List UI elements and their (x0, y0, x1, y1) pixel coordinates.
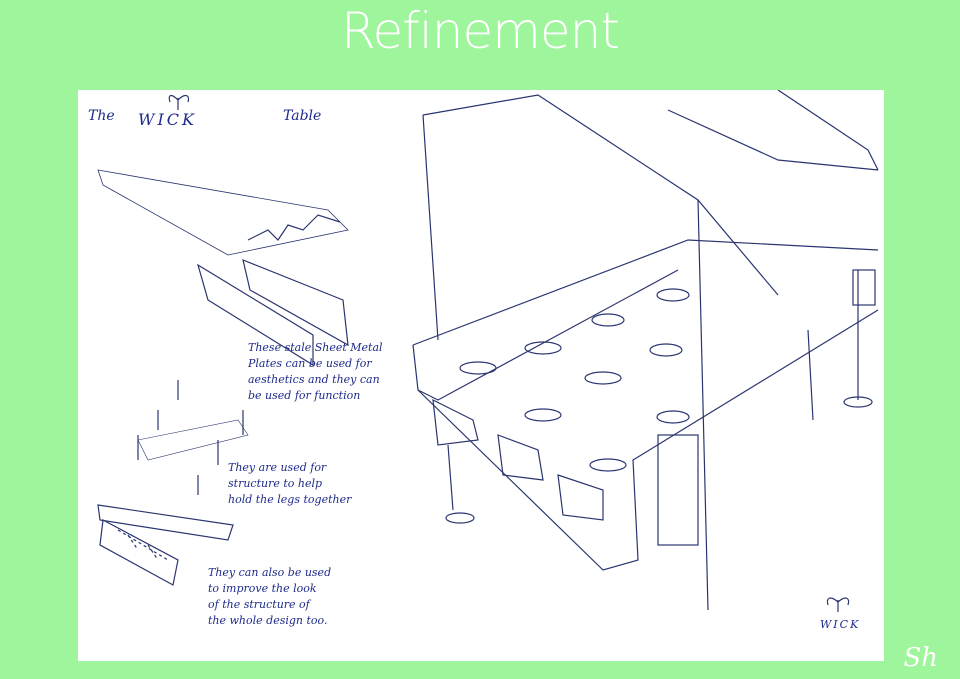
brand-logo: WICK (138, 110, 197, 129)
sprig-icon (168, 94, 190, 110)
brand-the: The (88, 108, 115, 124)
note-decor: They can also be used to improve the loo… (208, 566, 332, 627)
page-title: Refinement (341, 2, 620, 60)
brand-table: Table (283, 108, 322, 124)
decorative-plates-sketch (97, 504, 234, 586)
sketch-drawing (97, 90, 879, 612)
sheet-metal-plates-sketch (97, 169, 349, 367)
sprig-icon (826, 597, 850, 612)
sketch-sheet: The WICK Table These stale Sheet Metal P… (78, 90, 884, 661)
signature: Sh (903, 643, 938, 673)
connecting-rods-sketch (137, 380, 249, 495)
note-rods: They are used for structure to help hold… (228, 461, 352, 506)
wick-table-sketch (412, 90, 879, 611)
corner-logo: WICK (820, 618, 861, 631)
note-plates: These stale Sheet Metal Plates can be us… (248, 341, 383, 402)
